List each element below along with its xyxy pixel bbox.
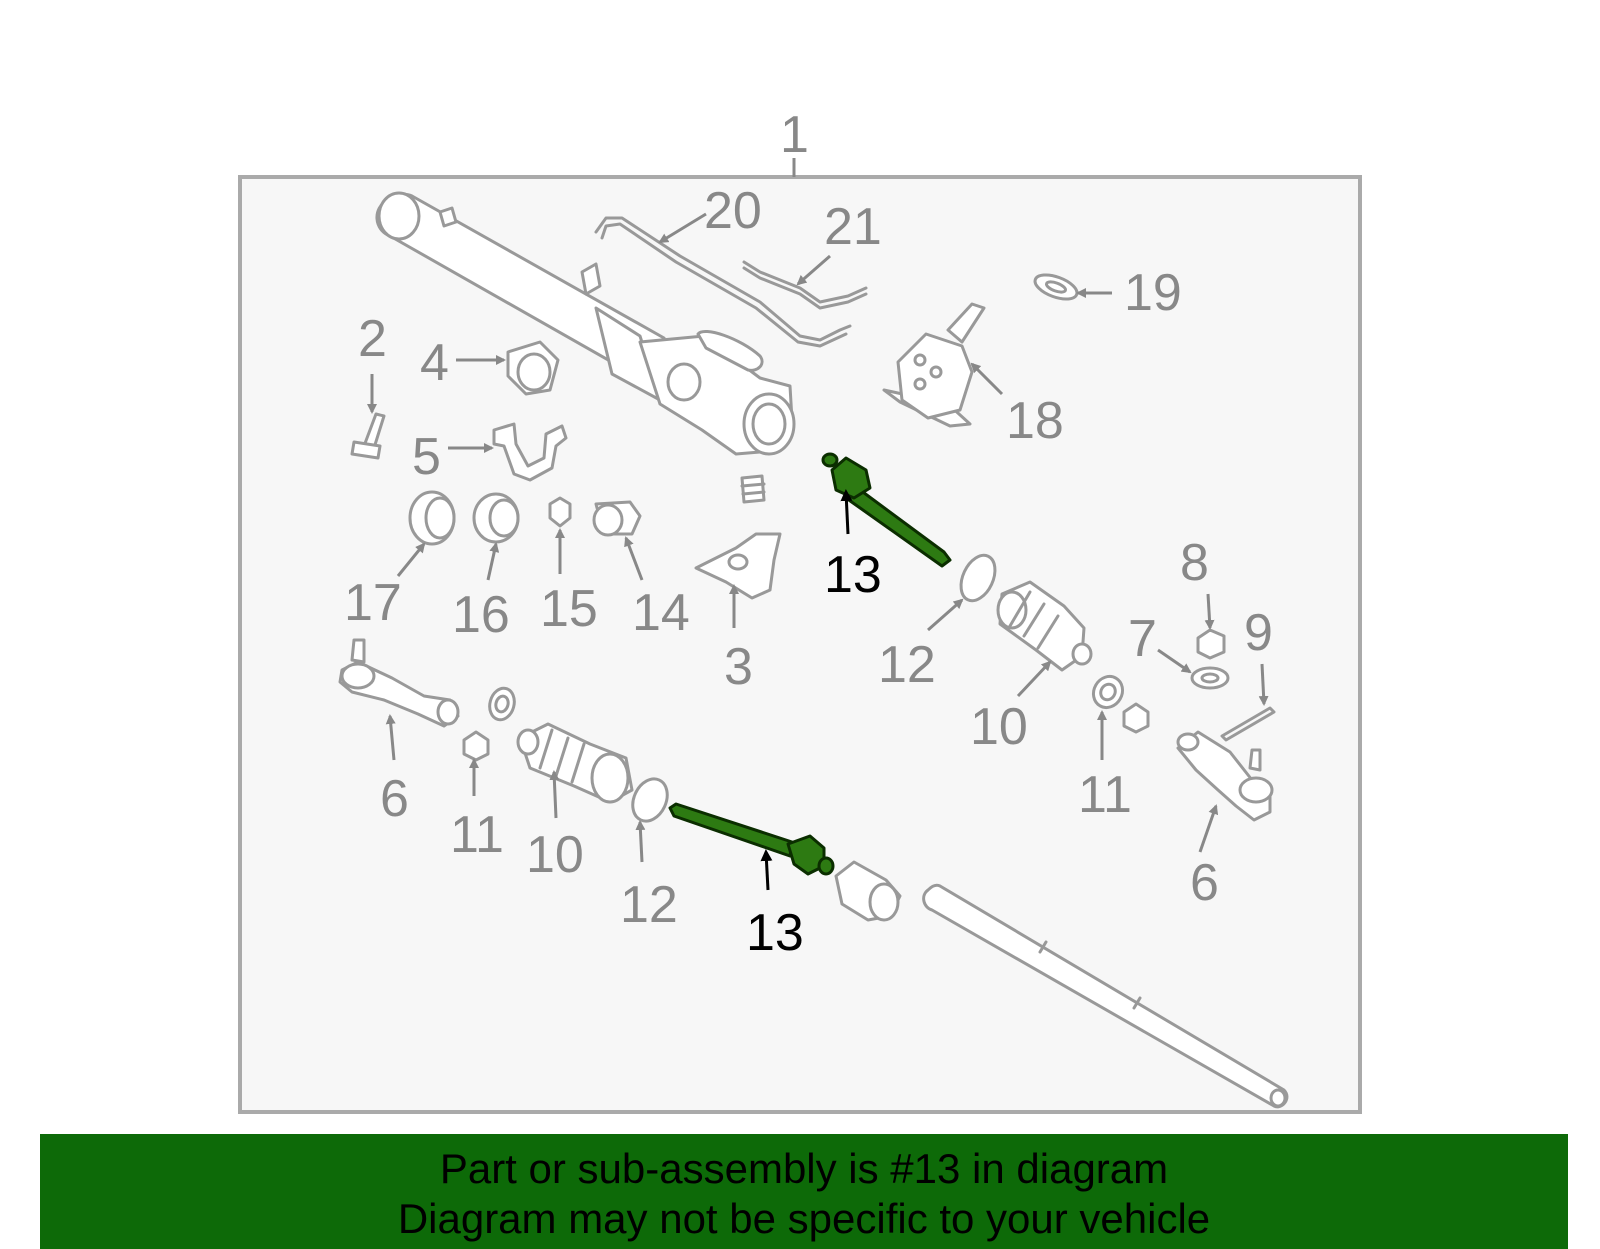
nut-8 [1196,628,1226,660]
callout-11-left: 11 [450,806,504,864]
callout-11-right: 11 [1078,766,1132,824]
boot-10-left [516,722,634,804]
cotter-pin-9 [1220,706,1276,742]
callout-18: 18 [1006,392,1064,450]
valve-body-18 [882,302,986,428]
callout-13-upper: 13 [824,546,882,604]
spring [740,474,766,504]
nut-11-right [1122,702,1150,734]
callout-7: 7 [1128,610,1157,668]
rack-housing [375,191,796,456]
callout-10-left: 10 [526,826,584,884]
callout-1: 1 [780,106,809,164]
notice-line-1: Part or sub-assembly is #13 in diagram [439,1145,1169,1192]
notice-line-2: Diagram may not be specific to your vehi… [397,1195,1211,1242]
callout-16: 16 [452,586,510,644]
inner-tie-rod-13-upper [821,452,952,568]
ring-12-left [631,777,669,823]
callout-21: 21 [824,198,882,256]
boot-10-upper [996,580,1093,672]
callout-15: 15 [540,580,598,638]
inner-tie-rod-13-lower [668,802,835,876]
rack-bar [922,883,1289,1109]
callout-12-left: 12 [620,876,678,934]
nut-15 [548,496,572,528]
callout-9: 9 [1244,604,1273,662]
callout-2: 2 [358,310,387,368]
callout-4: 4 [420,334,449,392]
callout-3: 3 [724,638,753,696]
callout-6-right: 6 [1190,854,1219,912]
callout-17: 17 [344,574,402,632]
callout-12-upper: 12 [878,636,936,694]
callout-10-upper: 10 [970,698,1028,756]
rack-bushing [834,860,902,922]
callout-5: 5 [412,428,441,486]
notice-banner: Part or sub-assembly is #13 in diagram D… [40,1134,1568,1249]
pipe-20 [594,216,852,342]
tie-rod-end-6-right [1176,730,1274,822]
callout-13-lower: 13 [746,904,804,962]
callout-8: 8 [1180,534,1209,592]
nut-11-left [462,730,490,762]
callout-6-left: 6 [380,770,409,828]
callout-20: 20 [704,182,762,240]
callout-14: 14 [632,584,690,642]
callout-19: 19 [1124,264,1182,322]
clamp-5 [492,422,568,482]
pipe-21 [742,260,868,304]
tie-rod-end-6-left [338,638,460,728]
ring-12-upper [959,553,997,603]
assembly-panel [238,175,1362,1114]
